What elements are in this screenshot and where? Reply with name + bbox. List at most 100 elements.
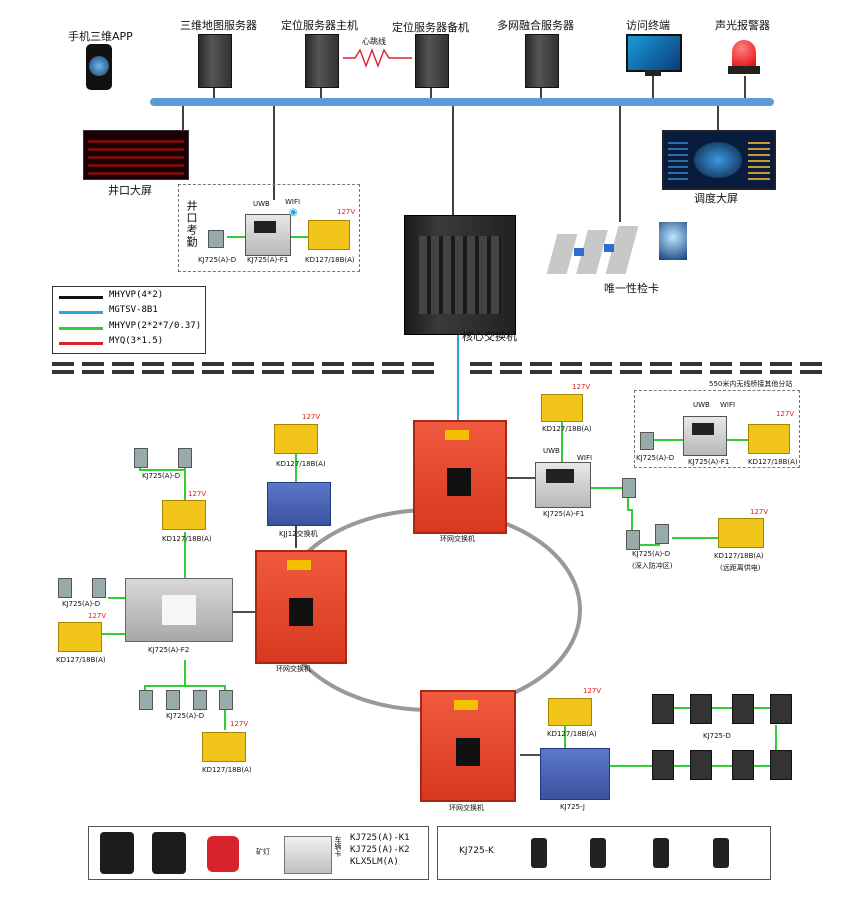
separator-dash: [770, 362, 792, 366]
separator-dash: [142, 370, 164, 374]
separator-dash: [680, 362, 702, 366]
separator-dash: [412, 362, 434, 366]
legend-row: MYQ(3*1.5): [59, 336, 199, 349]
far-base-label: KJ725(A)-F1: [688, 458, 730, 466]
center-remote-note: (远距离供电): [720, 564, 761, 572]
separator-dash: [590, 362, 612, 366]
heartbeat-line: [343, 48, 412, 68]
legend-swatch: [59, 342, 103, 345]
center-power-c-label: KD127/18B(A): [714, 552, 764, 560]
reader-d-icon: [690, 750, 712, 780]
legend-label: MHYVP(2*2*7/0.37): [109, 321, 202, 331]
zone-separator: [52, 362, 822, 374]
center-power-a-label: KD127/18B(A): [276, 460, 326, 468]
center-127v-a: 127V: [302, 413, 321, 421]
far-power-box-icon: [748, 424, 790, 454]
left-reader-mid-label: KJ725(A)-D: [62, 600, 101, 608]
fusion-server-label: 多网融合服务器: [497, 19, 574, 32]
left-reader-top-b-icon: [178, 448, 192, 468]
kjj-switch-icon: [267, 482, 331, 526]
attendance-reader-icon: [208, 230, 224, 248]
ring-switch-left-label: 环网交换机: [276, 665, 311, 673]
far-uwb-label: UWB: [693, 401, 710, 409]
legend-row: MHYVP(4*2): [59, 290, 199, 303]
center-base-station-icon: [535, 462, 591, 508]
separator-dash: [800, 370, 822, 374]
separator-dash: [382, 362, 404, 366]
center-127v-d: 127V: [583, 687, 602, 695]
separator-dash: [680, 370, 702, 374]
phone-icon: [86, 44, 112, 90]
center-127v-b: 127V: [572, 383, 591, 391]
legend-swatch: [59, 327, 103, 330]
wifi-icon: ◉: [289, 207, 298, 218]
left-127v-bottom: 127V: [230, 720, 249, 728]
center-power-d-label: KD127/18B(A): [547, 730, 597, 738]
separator-dash: [232, 370, 254, 374]
far-station-title: 550米内无线桥接其他分站: [709, 380, 793, 388]
attendance-power-label: KD127/18B(A): [305, 256, 355, 264]
ring-switch-top-icon: [413, 420, 507, 534]
vehicle-card-icon: [284, 836, 332, 874]
ring-switch-top-label: 环网交换机: [440, 535, 475, 543]
legend: MHYVP(4*2) MGTSV-8B1 MHYVP(2*2*7/0.37) M…: [52, 286, 206, 354]
separator-dash: [52, 370, 74, 374]
center-power-box-d-icon: [548, 698, 592, 726]
center-power-box-a-icon: [274, 424, 318, 454]
center-deep-note: (深入防冲区): [632, 562, 673, 570]
attendance-power-box-icon: [308, 220, 350, 250]
separator-dash: [710, 362, 732, 366]
separator-dash: [202, 362, 224, 366]
far-127v-label: 127V: [776, 410, 795, 418]
center-reader-c-icon: [655, 524, 669, 544]
core-switch-label: 核心交换机: [462, 330, 517, 343]
loc-backup-server-icon: [415, 34, 449, 88]
kjj-label: KJJ12交换机: [279, 530, 318, 538]
heartbeat-label: 心跳线: [362, 37, 386, 46]
attendance-reader-label: KJ725(A)-D: [198, 256, 237, 264]
reader-d-icon: [690, 694, 712, 724]
separator-dash: [172, 362, 194, 366]
ring-switch-left-icon: [255, 550, 347, 664]
turnstile-gate-icon: [546, 222, 652, 274]
map-server-label: 三维地图服务器: [180, 19, 257, 32]
far-station-group: [634, 390, 800, 468]
left-reader-bot-a-icon: [139, 690, 153, 710]
separator-dash: [620, 362, 642, 366]
left-substation-icon: [125, 578, 233, 642]
separator-dash: [202, 370, 224, 374]
separator-dash: [740, 370, 762, 374]
k-card-icon: [713, 838, 729, 868]
separator-dash: [352, 370, 374, 374]
monitor-stand-icon: [645, 70, 661, 76]
separator-dash: [382, 370, 404, 374]
core-switch-icon: [404, 215, 516, 335]
fusion-server-icon: [525, 34, 559, 88]
reader-d-icon: [732, 750, 754, 780]
center-uwb-label: UWB: [543, 447, 560, 455]
kj725j-icon: [540, 748, 610, 800]
access-terminal-label: 访问终端: [626, 19, 670, 32]
separator-dash: [292, 362, 314, 366]
separator-dash: [52, 362, 74, 366]
separator-dash: [770, 370, 792, 374]
left-reader-top-a-icon: [134, 448, 148, 468]
attendance-title: 井口考勤: [185, 200, 198, 248]
far-power-label: KD127/18B(A): [748, 458, 798, 466]
far-wifi-label: WIFI: [720, 401, 736, 409]
card-k1-icon: [100, 832, 134, 874]
card-model-klx: KLX5LM(A): [350, 857, 399, 867]
kj725d-right-label: KJ725-D: [703, 732, 731, 740]
monitor-icon: [626, 34, 682, 72]
left-reader-bot-c-icon: [193, 690, 207, 710]
car-label: 车辆卡: [334, 836, 342, 857]
separator-dash: [232, 362, 254, 366]
far-reader-icon: [640, 432, 654, 450]
left-reader-top-label: KJ725(A)-D: [142, 472, 181, 480]
center-reader-a-icon: [622, 478, 636, 498]
k-card-label: KJ725-K: [459, 846, 494, 856]
k-card-panel: [437, 826, 771, 880]
legend-swatch: [59, 311, 103, 314]
far-base-station-icon: [683, 416, 727, 456]
